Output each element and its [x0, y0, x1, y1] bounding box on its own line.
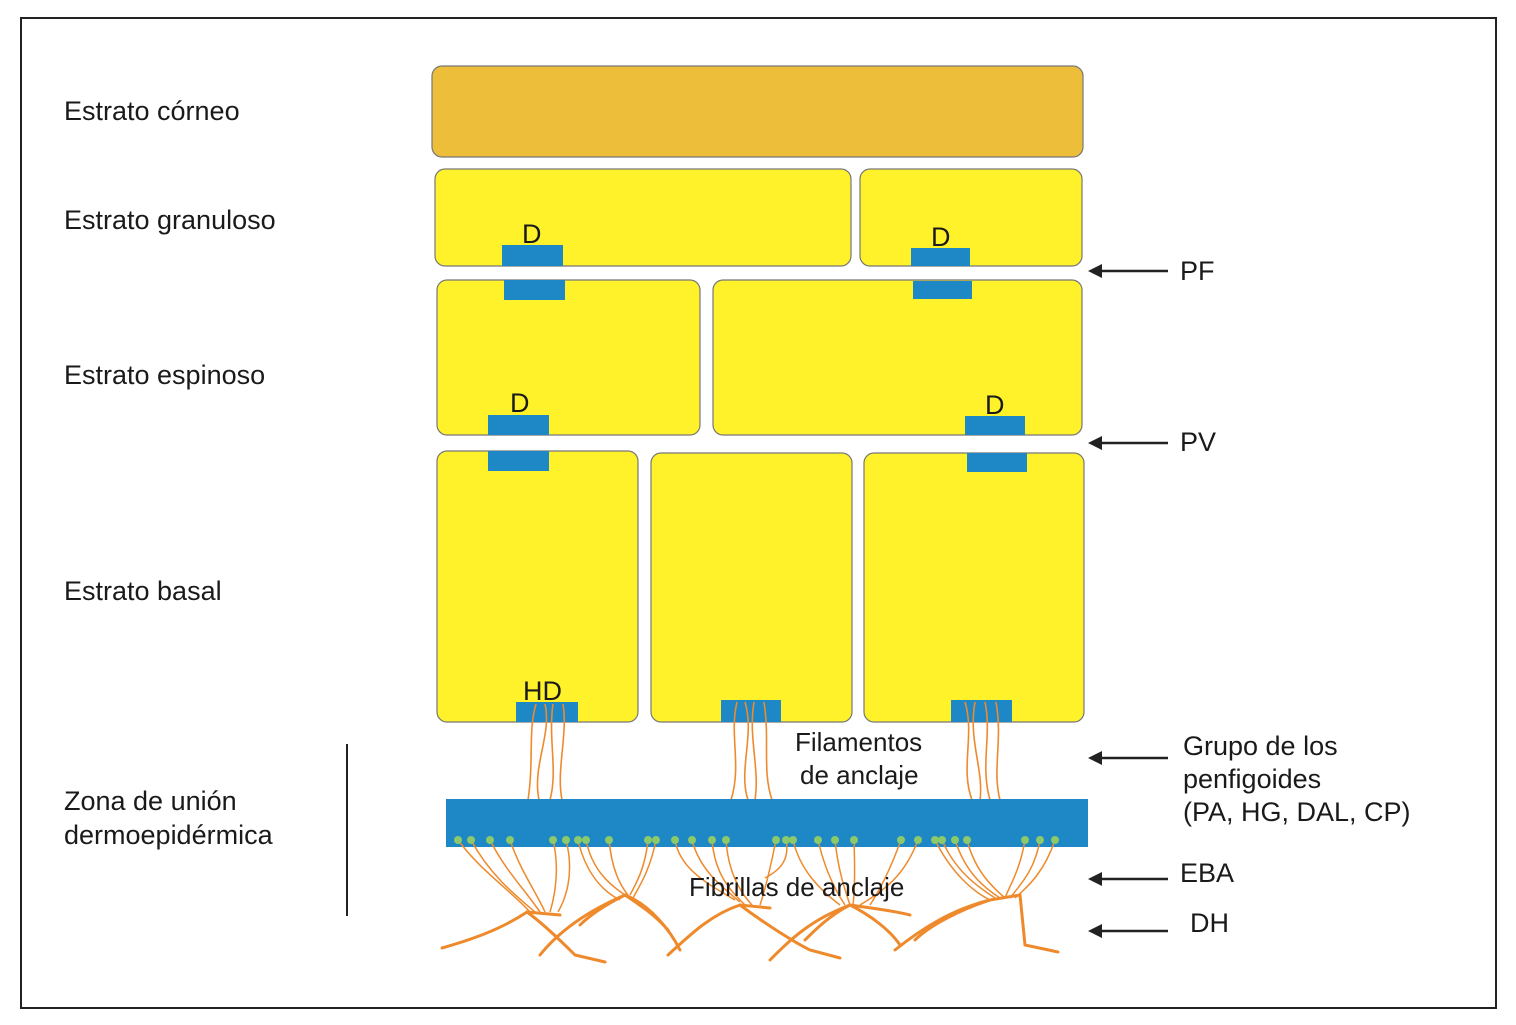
desmosome: [911, 248, 972, 299]
label-estrato-basal: Estrato basal: [64, 576, 222, 606]
basement-membrane: [446, 799, 1088, 847]
desmosome: [488, 415, 549, 471]
label-estrato-espinoso: Estrato espinoso: [64, 360, 265, 390]
arrow-eba: [1088, 872, 1168, 886]
desmosome-label: D: [985, 390, 1005, 420]
desmosome-label: D: [931, 222, 951, 252]
desmosome-label: D: [510, 388, 530, 418]
label-grupo-1: Grupo de los: [1183, 731, 1338, 761]
label-eba: EBA: [1180, 858, 1234, 888]
label-fibrillas: Fibrillas de anclaje: [689, 872, 904, 902]
label-dh: DH: [1190, 908, 1229, 938]
hemidesmosome-label: HD: [523, 676, 562, 706]
lamina-dots: [454, 836, 1059, 844]
basal-cell: [650, 452, 853, 723]
arrow-dh: [1088, 924, 1168, 938]
granular-cell: [434, 168, 852, 267]
label-pv: PV: [1180, 427, 1216, 457]
label-zona-union-1: Zona de unión: [64, 786, 237, 816]
label-estrato-corneo: Estrato córneo: [64, 96, 240, 126]
spinous-cell: [436, 279, 701, 436]
hemidesmosome: [951, 700, 1012, 722]
anchoring-fibrils: [457, 839, 1056, 913]
label-filamentos-1: Filamentos: [795, 727, 922, 757]
stratum-corneum-cell: [431, 65, 1084, 158]
label-zona-union-2: dermoepidérmica: [64, 820, 274, 850]
granular-cell: [859, 168, 1083, 267]
label-filamentos-2: de anclaje: [800, 760, 919, 790]
label-grupo-2: penfigoides: [1183, 764, 1321, 794]
desmosome: [502, 245, 565, 300]
hemidesmosome: [721, 700, 781, 722]
anchoring-fibril-web: [440, 893, 1060, 964]
figure-frame: [20, 17, 1497, 1009]
arrow-pf: [1088, 264, 1168, 278]
basal-cell: [863, 452, 1085, 723]
desmosome: [965, 416, 1027, 472]
spinous-cell: [712, 279, 1083, 436]
arrow-pv: [1088, 436, 1168, 450]
arrow-grupo: [1088, 751, 1168, 765]
label-grupo-3: (PA, HG, DAL, CP): [1183, 797, 1411, 827]
anchoring-filaments: [527, 701, 1001, 801]
label-estrato-granuloso: Estrato granuloso: [64, 205, 276, 235]
label-pf: PF: [1180, 256, 1215, 286]
desmosome-label: D: [522, 219, 542, 249]
